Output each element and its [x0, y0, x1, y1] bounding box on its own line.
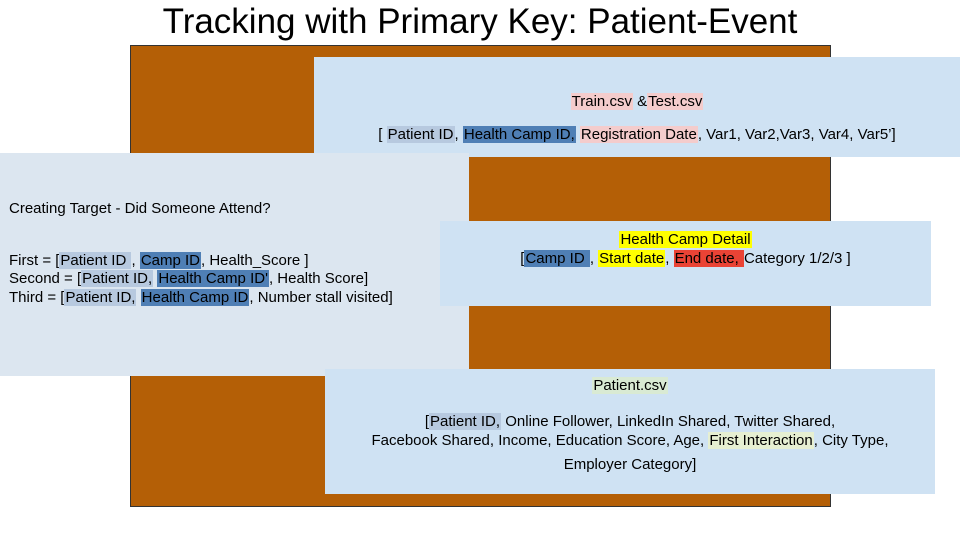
first-patient-id: Patient ID: [59, 252, 132, 269]
files-separator: &: [632, 93, 648, 110]
train-test-box: Train.csv &Test.csv [ Patient ID, Health…: [314, 57, 960, 157]
patient-open: [: [424, 413, 430, 430]
patient-line-2: Facebook Shared, Income, Education Score…: [325, 431, 935, 451]
patient-heading: Patient.csv: [592, 377, 668, 394]
camp-open: [: [520, 250, 525, 267]
patient-line1-rest: Online Follower, LinkedIn Shared, Twitte…: [501, 413, 836, 430]
camp-columns: [Camp ID , Start date, End date, Categor…: [440, 249, 931, 269]
camp-rest: Category 1/2/3 ]: [743, 250, 851, 267]
comma: ,: [454, 126, 463, 143]
target-third-line: Third = [Patient ID, Health Camp ID, Num…: [9, 288, 393, 308]
patient-id-key: Patient ID: [386, 126, 455, 143]
first-rest: , Health_Score ]: [201, 252, 309, 269]
first-sep: ,: [131, 252, 140, 269]
bracket-open: [: [378, 126, 387, 143]
patient-line2-pre: Facebook Shared, Income, Education Score…: [371, 432, 709, 449]
patient-csv-box: Patient.csv [Patient ID, Online Follower…: [325, 369, 935, 494]
test-file-label: Test.csv: [647, 93, 704, 110]
first-prefix: First = [: [9, 252, 60, 269]
target-heading: Creating Target - Did Someone Attend?: [9, 200, 271, 217]
train-file-label: Train.csv: [570, 93, 633, 110]
patient-line2-post: , City Type,: [813, 432, 889, 449]
third-patient-id: Patient ID,: [64, 289, 137, 306]
patient-line-1: [Patient ID, Online Follower, LinkedIn S…: [325, 412, 935, 432]
train-test-files: Train.csv &Test.csv: [314, 92, 960, 112]
target-creation-box: Creating Target - Did Someone Attend? Fi…: [0, 153, 469, 376]
start-date-field: Start date: [598, 250, 666, 267]
var-fields: , Var1, Var2,Var3, Var4, Var5’]: [697, 126, 896, 143]
first-interaction-field: First Interaction: [708, 432, 814, 449]
target-second-line: Second = [Patient ID, Health Camp ID', H…: [9, 269, 368, 289]
third-prefix: Third = [: [9, 289, 65, 306]
second-prefix: Second = [: [9, 270, 82, 287]
second-patient-id: Patient ID,: [81, 270, 154, 287]
third-rest: , Number stall visited]: [249, 289, 393, 306]
health-camp-id-key: Health Camp ID,: [462, 126, 576, 143]
second-rest: , Health Score]: [268, 270, 369, 287]
target-first-line: First = [Patient ID , Camp ID, Health_Sc…: [9, 251, 309, 271]
camp-sep1: ,: [589, 250, 599, 267]
camp-sep2: ,: [665, 250, 674, 267]
patient-line-3: Employer Category]: [563, 456, 697, 473]
camp-heading-line: Health Camp Detail: [440, 230, 931, 250]
end-date-field: End date,: [673, 250, 744, 267]
patient-heading-line: Patient.csv: [325, 376, 935, 396]
registration-date-field: Registration Date: [579, 126, 698, 143]
second-camp-id: Health Camp ID': [157, 270, 269, 287]
patient-id-key: Patient ID,: [429, 413, 502, 430]
third-camp-id: Health Camp ID: [140, 289, 250, 306]
first-camp-id: Camp ID: [139, 252, 201, 269]
health-camp-detail-box: Health Camp Detail [Camp ID , Start date…: [440, 221, 931, 306]
camp-heading: Health Camp Detail: [619, 231, 752, 248]
train-test-columns: [ Patient ID, Health Camp ID, Registrati…: [314, 125, 960, 145]
camp-id-key: Camp ID: [524, 250, 590, 267]
slide-title: Tracking with Primary Key: Patient-Event: [162, 2, 798, 41]
